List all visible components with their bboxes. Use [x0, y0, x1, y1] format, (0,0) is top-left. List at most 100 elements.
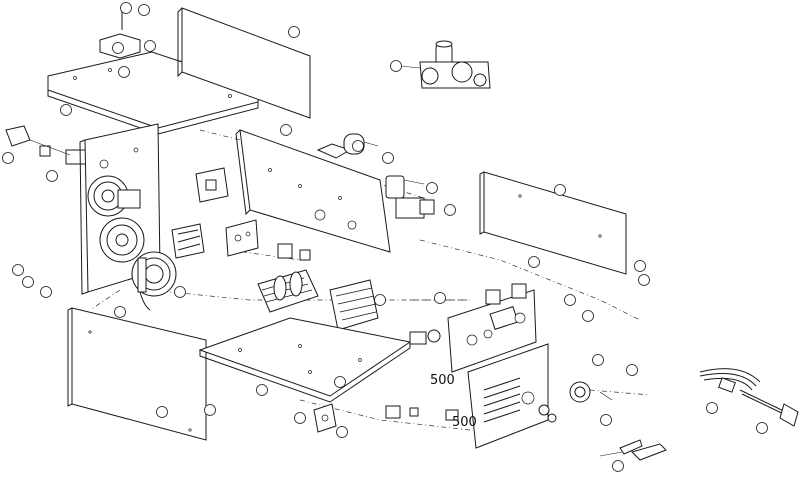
callout-bubble: [374, 294, 386, 306]
front-switch-brackets: [485, 283, 527, 305]
callout-bubble: [706, 402, 718, 414]
side-cover-panel-right: [479, 171, 627, 275]
terminal-block: [277, 243, 311, 261]
transformer-module: [171, 223, 205, 259]
callout-circle: [60, 104, 72, 116]
small-parts-bottom: [385, 404, 557, 423]
callout-circle: [706, 402, 718, 414]
callout-circle: [204, 404, 216, 416]
output-terminal-right: [569, 381, 613, 403]
callout-circle: [40, 286, 52, 298]
cooling-fan-motor: [131, 251, 177, 311]
output-terminal-left: [409, 329, 441, 345]
fan-lower: [99, 217, 145, 263]
callout-circle: [280, 124, 292, 136]
callout-bubble: [280, 124, 292, 136]
callout-circle: [352, 140, 364, 152]
callout-bubble: [120, 2, 132, 14]
front-control-panel: [447, 289, 537, 373]
callout-bubble: [144, 40, 156, 52]
fan-upper: [87, 175, 141, 217]
callout-circle: [112, 42, 124, 54]
callout-circle: [564, 294, 576, 306]
callout-circle: [138, 4, 150, 16]
callout-bubble: [390, 60, 402, 72]
callout-bubble: [60, 104, 72, 116]
solenoid-valve: [385, 175, 435, 219]
callout-bubbles: [2, 2, 768, 472]
middle-divider-panel: [235, 129, 391, 253]
callout-circle: [114, 306, 126, 318]
callout-bubble: [46, 170, 58, 182]
rear-panel: [79, 123, 161, 295]
torch-cable: [699, 368, 799, 427]
callout-circle: [144, 40, 156, 52]
callout-bubble: [256, 384, 268, 396]
callout-circle: [22, 276, 34, 288]
front-lower-housing: [467, 343, 549, 449]
driver-board: [225, 219, 259, 257]
heatsink-left: [257, 269, 319, 313]
callout-circle: [12, 264, 24, 276]
callout-bubble: [2, 152, 14, 164]
heatsink-right: [329, 279, 379, 331]
callout-circle: [294, 412, 306, 424]
callout-circle: [426, 182, 438, 194]
callout-circle: [756, 422, 768, 434]
callout-bubble: [12, 264, 24, 276]
callout-bubble: [554, 184, 566, 196]
callout-circle: [390, 60, 402, 72]
callout-circle: [638, 274, 650, 286]
callout-bubble: [582, 310, 594, 322]
callout-bubble: [112, 42, 124, 54]
callout-circle: [156, 406, 168, 418]
callout-circle: [634, 260, 646, 272]
callout-circle: [174, 286, 186, 298]
callout-bubble: [288, 26, 300, 38]
callout-circle: [528, 256, 540, 268]
callout-bubble: [22, 276, 34, 288]
callout-circle: [600, 414, 612, 426]
callout-bubble: [118, 66, 130, 78]
callout-circle: [434, 292, 446, 304]
side-cover-panel-top: [177, 7, 311, 119]
callout-circle: [374, 294, 386, 306]
callout-bubble: [634, 260, 646, 272]
callout-bubble: [426, 182, 438, 194]
callout-circle: [2, 152, 14, 164]
ground-clamp: [599, 439, 667, 461]
callout-bubble: [638, 274, 650, 286]
callout-circle: [554, 184, 566, 196]
callout-circle: [612, 460, 624, 472]
power-input-connector: [5, 125, 91, 165]
callout-bubble: [434, 292, 446, 304]
callout-bubble: [114, 306, 126, 318]
callout-bubble: [528, 256, 540, 268]
callout-bubble: [600, 414, 612, 426]
gas-hose: [316, 133, 379, 159]
callout-circle: [118, 66, 130, 78]
control-board-small: [195, 167, 229, 203]
callout-circle: [382, 152, 394, 164]
callout-bubble: [204, 404, 216, 416]
callout-circle: [626, 364, 638, 376]
base-plate: [198, 317, 412, 403]
callout-bubble: [138, 4, 150, 16]
callout-circle: [444, 204, 456, 216]
callout-circle: [288, 26, 300, 38]
callout-bubble: [334, 376, 346, 388]
callout-circle: [336, 426, 348, 438]
callout-bubble: [156, 406, 168, 418]
callout-circle: [334, 376, 346, 388]
callout-bubble: [382, 152, 394, 164]
callout-bubble: [626, 364, 638, 376]
callout-circle: [120, 2, 132, 14]
callout-bubble: [352, 140, 364, 152]
callout-circle: [592, 354, 604, 366]
gas-valve-fitting: [399, 40, 491, 89]
callout-bubble: [174, 286, 186, 298]
callout-bubble: [294, 412, 306, 424]
callout-bubble: [336, 426, 348, 438]
